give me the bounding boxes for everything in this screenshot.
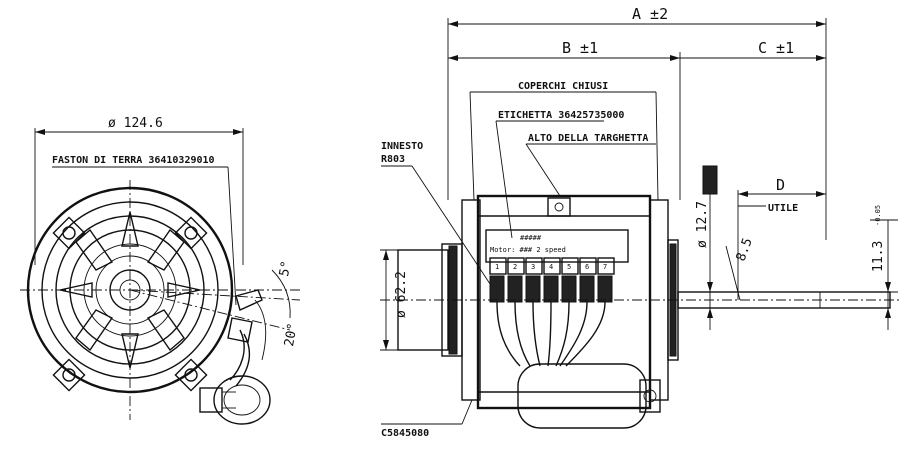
angle-5-label: 5° [277, 260, 294, 278]
usable-label: UTILE [768, 203, 798, 214]
terminal-2: 2 [513, 263, 517, 271]
shaft-dim-right-label: 11.3 [871, 241, 886, 272]
side-capacitor [517, 363, 661, 429]
tag-label: ETICHETTA 36425735000 [498, 110, 624, 121]
mounting-holes [52, 216, 208, 392]
dim-c-label: C ±1 [758, 39, 794, 57]
terminal-4: 4 [549, 263, 553, 271]
dim-b-label: B ±1 [562, 39, 598, 57]
motor-body [476, 194, 652, 410]
terminal-subheader: Motor: ### 2 speed [490, 246, 566, 254]
terminal-1: 1 [495, 263, 499, 271]
shaft-note-label: 8.5 [734, 236, 756, 263]
wire-bundle [496, 301, 606, 367]
terminal-numbers: 1 2 3 4 5 6 7 [489, 257, 615, 275]
terminal-5: 5 [567, 263, 571, 271]
cover-label: COPERCHI CHIUSI [518, 81, 608, 92]
front-view: ø 124.6 FASTON DI TERRA 36410329010 [20, 116, 301, 425]
hub-diameter-label: ø 62.2 [394, 271, 409, 318]
terminal-header: ##### [520, 234, 542, 242]
front-capacitor [199, 375, 271, 425]
ground-terminal-label: FASTON DI TERRA 36410329010 [52, 155, 215, 166]
nameplate-label: ALTO DELLA TARGHETTA [528, 133, 648, 144]
shaft-tolerance-label: -0.05 [874, 205, 882, 226]
terminal-7: 7 [603, 263, 607, 271]
terminal-6: 6 [585, 263, 589, 271]
side-view: A ±2 B ±1 C ±1 COPERCHI CHIUSI ETICHETTA… [380, 5, 900, 439]
terminal-block: ##### Motor: ### 2 speed 1 2 3 4 5 6 7 [485, 229, 629, 303]
dim-a-label: A ±2 [632, 5, 668, 23]
shaft-diameter-label: ø 12.7 [695, 201, 710, 248]
insert-code: R803 [381, 154, 405, 165]
dim-d-label: D [776, 176, 785, 194]
terminal-3: 3 [531, 263, 535, 271]
angle-20-label: 20° [282, 322, 301, 348]
bottom-code-label: C5845080 [381, 428, 429, 439]
insert-label: INNESTO [381, 141, 423, 152]
front-diameter-label: ø 124.6 [108, 116, 163, 131]
